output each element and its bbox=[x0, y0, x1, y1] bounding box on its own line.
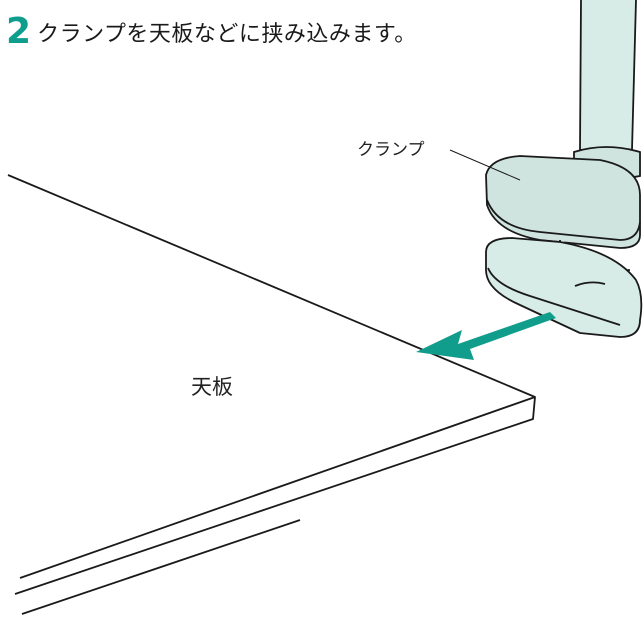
tabletop-front-inner-edge bbox=[19, 396, 536, 579]
clamp-label: クランプ bbox=[357, 140, 425, 160]
tabletop-board bbox=[7, 174, 536, 595]
insert-direction-arrow bbox=[416, 312, 556, 360]
step-instruction: クランプを天板などに挟み込みます。 bbox=[37, 22, 417, 47]
tabletop-label: 天板 bbox=[191, 375, 233, 399]
tabletop-top-edge bbox=[7, 174, 536, 595]
tabletop-bottom-edge bbox=[21, 519, 301, 615]
clamp-arm bbox=[573, 0, 641, 180]
step-title: 2 クランプを天板などに挟み込みます。 bbox=[6, 12, 417, 52]
clamp-leader-line bbox=[449, 149, 521, 181]
step-number: 2 bbox=[6, 11, 32, 52]
clamp-lower-jaw bbox=[485, 237, 643, 338]
